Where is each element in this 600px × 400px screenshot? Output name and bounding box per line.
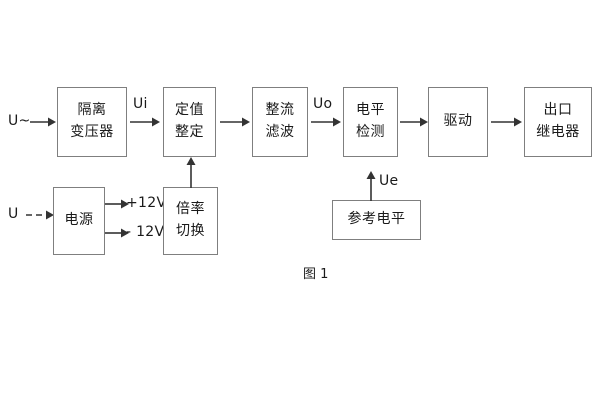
arrow-isolation-to-setting bbox=[130, 114, 160, 130]
block-reference-level-line1: 参考电平 bbox=[347, 211, 406, 228]
input-dc-label: U bbox=[8, 206, 19, 222]
block-setting-value: 定值 整定 bbox=[163, 87, 216, 157]
supply-negative-label: - 12V bbox=[126, 224, 165, 240]
block-multiplier-switch: 倍率 切换 bbox=[163, 187, 218, 255]
block-drive: 驱动 bbox=[428, 87, 488, 157]
supply-positive-label: +12V bbox=[126, 195, 167, 211]
block-output-relay: 出口 继电器 bbox=[524, 87, 592, 157]
block-isolation-transformer-line2: 变压器 bbox=[70, 124, 114, 140]
block-output-relay-line1: 出口 bbox=[543, 102, 573, 119]
input-ac-label: U~ bbox=[8, 113, 31, 129]
block-rectifier-filter-line1: 整流 bbox=[265, 102, 295, 119]
signal-uo-label: Uo bbox=[313, 96, 333, 112]
arrow-level-to-drive bbox=[400, 114, 428, 130]
figure-caption: 图 1 bbox=[303, 267, 329, 282]
block-level-detection: 电平 检测 bbox=[343, 87, 398, 157]
arrow-drive-to-relay bbox=[491, 114, 522, 130]
arrow-input-dc-to-power bbox=[26, 207, 54, 223]
block-setting-value-line2: 整定 bbox=[175, 124, 204, 140]
signal-ue-label: Ue bbox=[379, 173, 399, 189]
block-multiplier-switch-line1: 倍率 bbox=[176, 201, 205, 218]
block-power-supply: 电源 bbox=[53, 187, 105, 255]
arrow-supply-positive bbox=[105, 196, 129, 212]
block-multiplier-switch-line2: 切换 bbox=[176, 223, 205, 239]
arrow-multiplier-to-setting bbox=[183, 157, 199, 188]
block-output-relay-line2: 继电器 bbox=[536, 124, 580, 140]
signal-ui-label: Ui bbox=[133, 96, 148, 112]
block-rectifier-filter-line2: 滤波 bbox=[265, 124, 295, 140]
arrow-input-to-isolation bbox=[30, 114, 56, 130]
block-isolation-transformer-line1: 隔离 bbox=[77, 102, 107, 119]
block-level-detection-line2: 检测 bbox=[356, 124, 385, 140]
arrow-setting-to-rectifier bbox=[220, 114, 250, 130]
block-level-detection-line1: 电平 bbox=[356, 102, 385, 119]
block-isolation-transformer: 隔离 变压器 bbox=[57, 87, 127, 157]
block-setting-value-line1: 定值 bbox=[175, 102, 204, 119]
block-rectifier-filter: 整流 滤波 bbox=[252, 87, 308, 157]
arrow-rectifier-to-level bbox=[311, 114, 341, 130]
arrow-supply-negative bbox=[105, 225, 129, 241]
arrow-reference-to-level bbox=[363, 171, 379, 201]
block-power-supply-line1: 电源 bbox=[64, 212, 94, 229]
block-reference-level: 参考电平 bbox=[332, 200, 421, 240]
block-drive-line1: 驱动 bbox=[443, 113, 473, 130]
